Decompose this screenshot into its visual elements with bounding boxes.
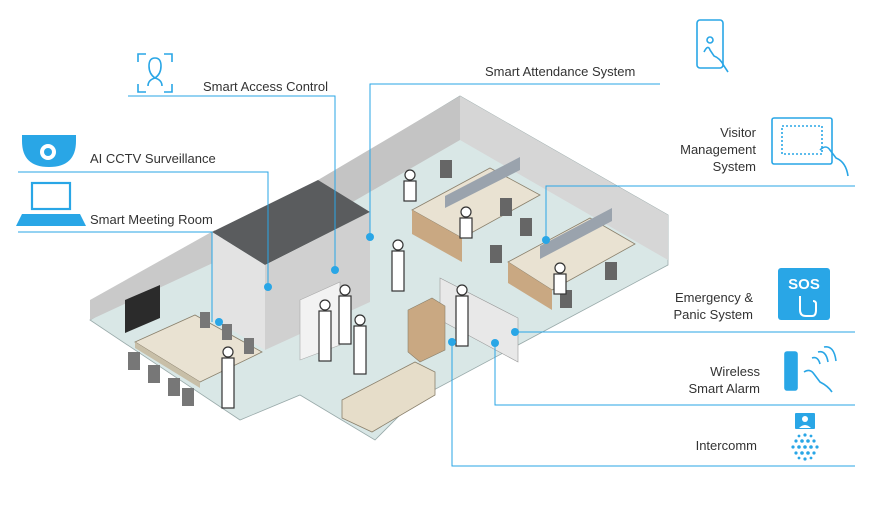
touchscreen-panel-icon [771,117,849,177]
face-scan-icon [137,53,173,93]
wall-screen [125,285,160,333]
label-wireless-smart-alarm: Wireless Smart Alarm [688,364,760,396]
callout-dots [215,233,550,347]
line-access-control [128,95,336,270]
back-wall-left [318,96,460,215]
line-attendance [369,83,660,237]
laptop-icon [16,181,86,226]
back-wall-right [460,96,668,260]
meeting-table-edge [135,342,200,388]
line-intercomm [451,342,855,467]
label-smart-access-control: Smart Access Control [203,79,328,94]
desk-cluster-2 [507,208,636,310]
people [221,169,567,409]
callout-lines [18,83,855,467]
sos-badge-text: SOS [788,276,820,293]
line-alarm [494,343,855,406]
intercom-icon [791,413,819,461]
line-meeting-room [18,231,213,322]
line-visitor [545,185,855,240]
label-intercomm: Intercomm [695,438,757,453]
room-block-top [212,180,370,265]
label-emergency-panic-system: Emergency & Panic System [673,290,753,322]
sos-button-icon: SOS [778,268,830,320]
sofa [341,361,436,433]
desk-cluster-1 [411,157,541,262]
reception-desk [407,297,446,363]
line-cctv [18,171,269,287]
label-visitor-management-system: Visitor Management System [680,125,756,174]
label-ai-cctv-surveillance: AI CCTV Surveillance [90,151,216,166]
dome-camera-icon [22,135,76,167]
room-block-left [212,232,265,350]
label-smart-meeting-room: Smart Meeting Room [90,212,213,227]
left-wall [90,230,215,320]
alarm-button-icon [784,345,837,393]
room-block-front [265,212,370,350]
label-smart-attendance-system: Smart Attendance System [485,64,636,79]
tablet-touch-icon [696,19,729,73]
office-chairs [440,160,617,308]
meeting-chairs [128,312,254,406]
